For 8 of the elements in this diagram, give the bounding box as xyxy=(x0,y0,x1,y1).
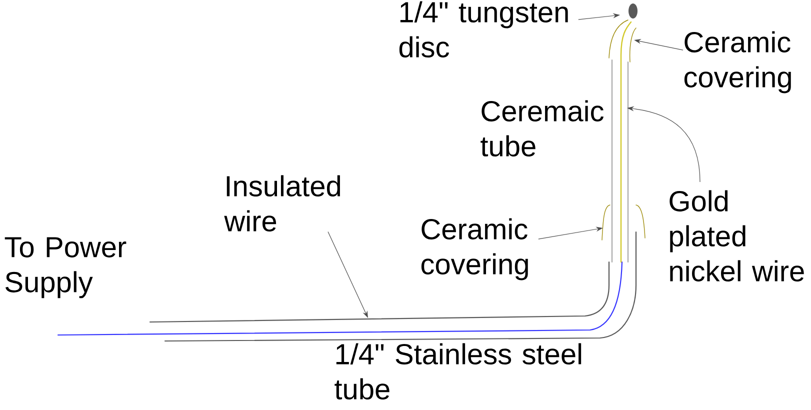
part-label: Insulated wire xyxy=(224,175,340,232)
part-label: To Power Supply xyxy=(4,237,126,298)
part-label: Ceramic covering xyxy=(421,218,528,280)
part-label: 1/4" Stainless steel tube xyxy=(334,343,582,400)
part-label: Ceramic covering xyxy=(684,31,791,94)
part-label: 1/4" tungsten disc xyxy=(399,1,568,58)
part-label: Gold plated nickel wire xyxy=(670,190,804,282)
part-label: Ceremaic tube xyxy=(480,100,604,156)
